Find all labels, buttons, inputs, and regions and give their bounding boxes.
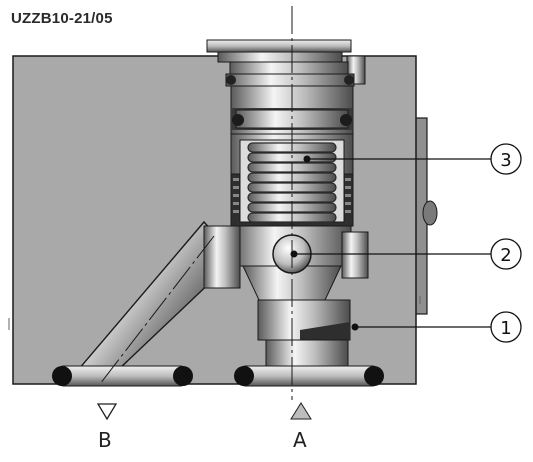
port-b-oring-left bbox=[52, 366, 72, 386]
port-a-pipe bbox=[237, 365, 381, 387]
o-ring-left bbox=[226, 75, 236, 85]
callout-2: 2 bbox=[490, 238, 522, 270]
cap-ring-2 bbox=[225, 73, 355, 87]
o-ring-right bbox=[344, 75, 354, 85]
port-a-up-triangle-icon bbox=[290, 402, 312, 420]
o-ring-2-right bbox=[340, 114, 352, 126]
spring bbox=[247, 142, 337, 223]
callout-2-number: 2 bbox=[500, 245, 511, 266]
o-ring-2-left bbox=[232, 114, 244, 126]
port-b-pipe bbox=[55, 365, 189, 387]
port-a-oring-left bbox=[234, 366, 254, 386]
callout-3-number: 3 bbox=[500, 150, 511, 171]
port-a-oring-right bbox=[364, 366, 384, 386]
diagonal-center-line bbox=[99, 235, 215, 385]
cap-neck bbox=[217, 51, 343, 63]
seat-wedge bbox=[300, 322, 350, 340]
callout-1-number: 1 bbox=[500, 318, 511, 339]
top-flange bbox=[206, 39, 352, 53]
channel-b-elbow bbox=[203, 225, 241, 289]
valve-body bbox=[12, 55, 417, 385]
callout-1: 1 bbox=[490, 311, 522, 343]
side-knob bbox=[422, 200, 438, 226]
cap-ring bbox=[229, 61, 349, 75]
port-a-label: A bbox=[293, 428, 307, 452]
callout-3: 3 bbox=[490, 143, 522, 175]
port-b-oring-right bbox=[173, 366, 193, 386]
port-b-down-triangle-icon bbox=[96, 403, 118, 421]
side-port-right bbox=[341, 231, 369, 279]
port-b-label: B bbox=[98, 428, 112, 452]
model-title: UZZB10-21/05 bbox=[11, 10, 113, 27]
channel-a bbox=[265, 339, 349, 371]
